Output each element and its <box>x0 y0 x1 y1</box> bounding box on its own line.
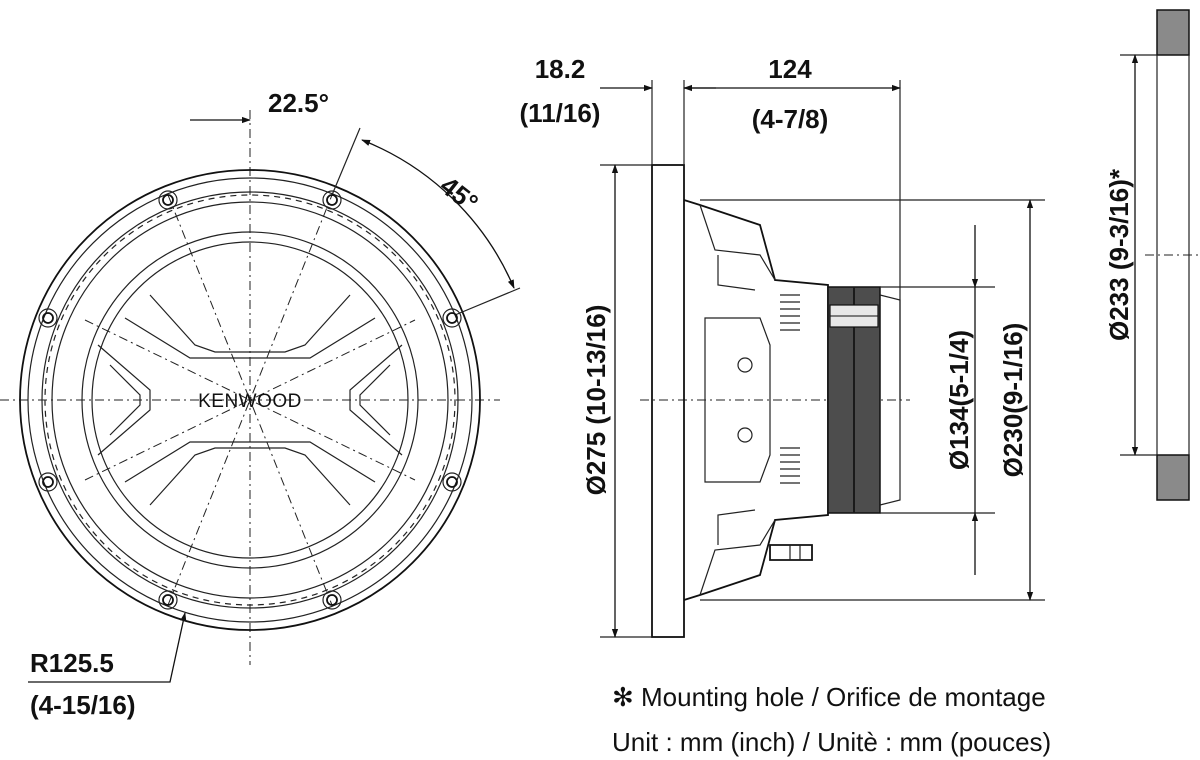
hole-dia-label: Ø233 (9-3/16)* <box>1104 168 1134 341</box>
gasket-ring <box>41 191 459 609</box>
angle-large-label: 45° <box>435 170 484 218</box>
basket-vents-bottom <box>780 447 800 484</box>
cone-rib-right <box>349 344 403 456</box>
flange-in-label: (11/16) <box>520 98 601 128</box>
terminal-connector <box>769 544 813 561</box>
cutout-panel-top <box>1156 9 1190 56</box>
mounting-flange <box>651 164 685 638</box>
flange-mm-label: 18.2 <box>535 54 586 84</box>
angle-reference-lines <box>84 127 521 606</box>
surround-inner-ring <box>81 231 419 569</box>
outer-dia-label: Ø275 (10-13/16) <box>581 305 611 496</box>
radius-leader <box>28 612 187 683</box>
frame-dia-label: Ø230(9-1/16) <box>998 323 1028 478</box>
mounting-holes <box>38 190 462 610</box>
magnet-cap <box>879 294 901 506</box>
unit-note: Unit : mm (inch) / Unitè : mm (pouces) <box>612 727 1051 757</box>
cone-rib-left <box>97 344 151 456</box>
surround-outer-ring <box>51 201 449 599</box>
angle-small-label: 22.5° <box>268 88 329 118</box>
radius-in-label: (4-15/16) <box>30 690 136 720</box>
cone-edge-ring <box>91 241 409 559</box>
magnet-dia-label: Ø134(5-1/4) <box>944 330 974 470</box>
cone-rib-top <box>149 294 351 353</box>
outer-frame-ring <box>19 169 481 631</box>
side-view: 18.2 (11/16) 124 (4-7/8) Ø275 (10-13/16)… <box>520 54 1045 638</box>
angle-large-arc <box>361 139 515 289</box>
cone-rib-right-inner <box>359 364 391 436</box>
mounting-hole-note: ✻ Mounting hole / Orifice de montage <box>612 682 1046 712</box>
brand-logo-text: KENWOOD <box>198 391 302 412</box>
cone-rib-left-inner <box>109 364 141 436</box>
bolt-circle <box>44 194 456 606</box>
depth-mm-label: 124 <box>768 54 812 84</box>
front-view: KENWOOD 22.5° 45° R125.5 (4-15/16) <box>0 88 521 720</box>
basket-window <box>704 317 771 483</box>
cutout-view: Ø233 (9-3/16)* <box>1104 9 1200 501</box>
depth-in-label: (4-7/8) <box>752 104 829 134</box>
cutout-panel-bottom <box>1156 454 1190 501</box>
radius-mm-label: R125.5 <box>30 648 114 678</box>
cone-rib-bottom <box>149 447 351 506</box>
frame-inner-ring <box>27 177 473 623</box>
cone-rib-bottom-inner <box>124 441 376 483</box>
cone-rib-top-inner <box>124 317 376 359</box>
basket-vents-top <box>780 294 800 331</box>
